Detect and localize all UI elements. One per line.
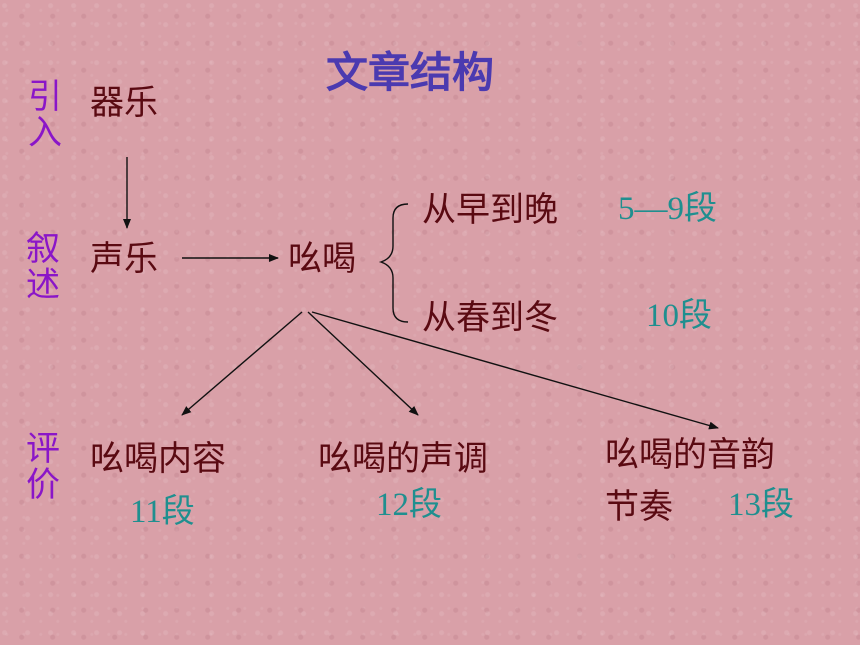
arrow-cries-to-content: [181, 311, 303, 416]
brace-cries-branches: [378, 203, 409, 323]
node-morning-to-night: 从早到晚: [422, 190, 558, 230]
para-ref-cry-tone: 12段: [376, 487, 442, 523]
node-cry-content: 吆喝内容: [90, 439, 226, 479]
node-cry-tone: 吆喝的声调: [318, 439, 488, 479]
para-ref-cry-content: 11段: [130, 494, 195, 530]
arrow-cries-to-tone: [307, 311, 419, 416]
node-instrumental: 器乐: [90, 83, 158, 123]
para-ref-spring-to-winter: 10段: [646, 298, 712, 334]
side-label-evaluate: 评 价: [26, 429, 60, 505]
side-label-narrate: 叙 述: [26, 229, 60, 305]
para-ref-morning-to-night: 5—9段: [618, 191, 717, 227]
para-ref-cry-rhythm: 13段: [728, 487, 794, 523]
node-cry-rhythm-line2: 节奏: [605, 487, 673, 527]
arrow-cries-to-rhythm: [311, 311, 719, 430]
node-cry-rhythm-line1: 吆喝的音韵: [605, 435, 775, 475]
node-cries: 吆喝: [288, 239, 356, 279]
page-title: 文章结构: [326, 48, 495, 97]
node-vocal: 声乐: [90, 239, 158, 279]
node-spring-to-winter: 从春到冬: [422, 298, 558, 338]
side-label-intro: 引 入: [28, 77, 62, 153]
